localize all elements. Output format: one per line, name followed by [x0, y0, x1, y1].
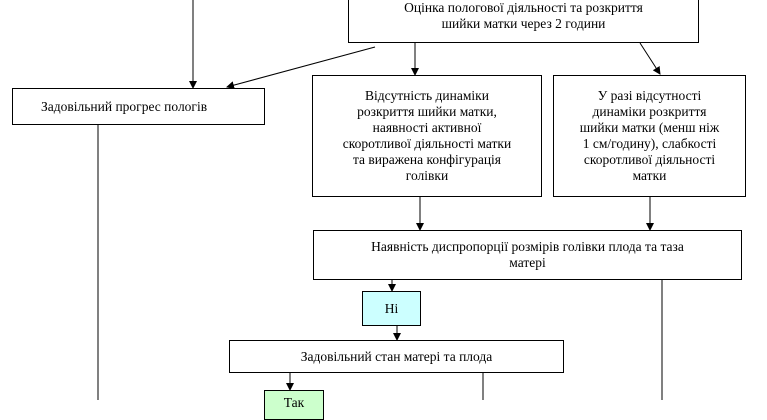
mother-fetus-ok-box: Задовільний стан матері та плода — [229, 340, 564, 373]
no-text: Ні — [384, 300, 399, 316]
edge-assessment-to-no-dynamics-weak — [639, 42, 661, 75]
no-dynamics-active-text: Відсутність динаміки розкриття шийки мат… — [342, 88, 512, 183]
progress-box: Задовільний прогрес пологів — [12, 88, 265, 125]
no-box: Ні — [362, 291, 421, 326]
yes-text: Так — [283, 395, 305, 410]
disproportion-box: Наявність диспропорції розмірів голівки … — [313, 230, 742, 280]
progress-text: Задовільний прогрес пологів — [41, 98, 208, 114]
disproportion-text: Наявність диспропорції розмірів голівки … — [371, 239, 684, 270]
no-dynamics-active-box: Відсутність динаміки розкриття шийки мат… — [312, 75, 542, 197]
flowchart-connectors — [97, 0, 663, 400]
yes-box: Так — [264, 390, 324, 420]
mother-fetus-ok-text: Задовільний стан матері та плода — [300, 348, 493, 364]
no-dynamics-weak-box: У разі відсутності динаміки розкриття ши… — [553, 75, 746, 197]
assessment-box: Оцінка пологової діяльності та розкриття… — [348, 0, 699, 43]
edge-assessment-to-progress — [226, 46, 376, 90]
assessment-text: Оцінка пологової діяльності та розкриття… — [404, 0, 643, 31]
no-dynamics-weak-text: У разі відсутності динаміки розкриття ши… — [579, 88, 720, 183]
